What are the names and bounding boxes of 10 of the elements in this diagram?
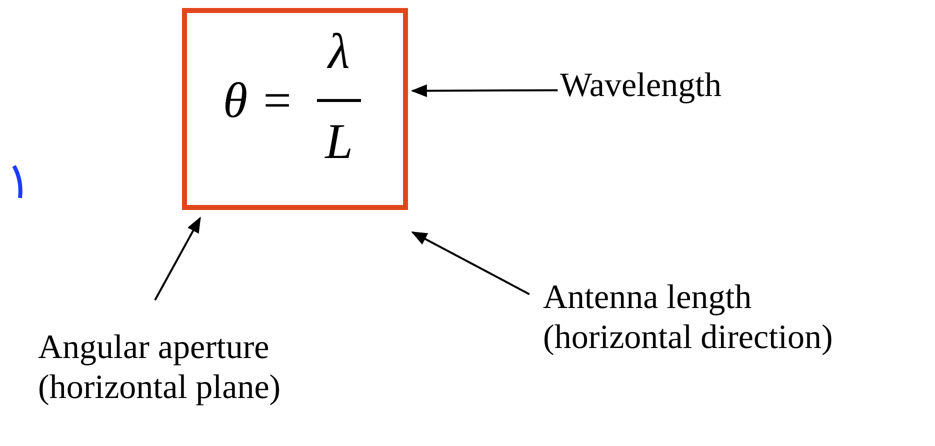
formula-lhs: θ = bbox=[223, 71, 294, 130]
denominator: L bbox=[324, 112, 354, 171]
numerator: λ bbox=[326, 22, 351, 81]
callout-text: Wavelength bbox=[560, 66, 723, 106]
callout-text: Antenna length (horizontal direction) bbox=[543, 278, 834, 358]
arrow bbox=[154, 216, 201, 301]
arrow bbox=[410, 84, 558, 98]
callout-text: Angular aperture (horizontal plane) bbox=[38, 328, 282, 408]
formula-box bbox=[182, 8, 408, 210]
arrow bbox=[411, 231, 530, 296]
